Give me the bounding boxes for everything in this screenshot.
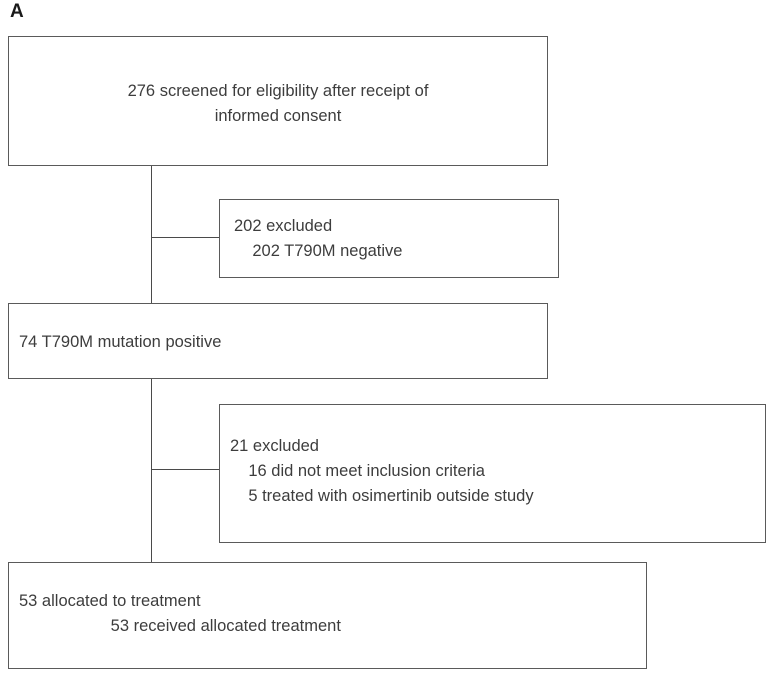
panel-label-a: A — [10, 1, 24, 22]
connector-branch-to-excluded-allocation — [151, 469, 219, 470]
excluded-screening-line-2: 202 T790M negative — [234, 242, 403, 260]
mutation-positive-box: 74 T790M mutation positive — [8, 303, 548, 379]
allocated-line-1: 53 allocated to treatment — [19, 592, 201, 610]
connector-branch-to-excluded-screening — [151, 237, 219, 238]
mutation-positive-box-text: 74 T790M mutation positive — [9, 330, 547, 355]
excluded-allocation-line-3: 5 treated with osimertinib outside study — [230, 487, 534, 505]
allocated-line-2: 53 received allocated treatment — [19, 617, 341, 635]
screened-box-line-2: informed consent — [214, 107, 342, 125]
screened-box-text: 276 screened for eligibility after recei… — [9, 79, 547, 129]
allocated-box: 53 allocated to treatment 53 received al… — [8, 562, 647, 669]
excluded-screening-line-1: 202 excluded — [234, 217, 333, 235]
allocated-box-text: 53 allocated to treatment 53 received al… — [9, 589, 646, 639]
excluded-allocation-line-1: 21 excluded — [230, 437, 319, 455]
excluded-screening-box-text: 202 excluded 202 T790M negative — [220, 214, 558, 264]
mutation-positive-line-1: 74 T790M mutation positive — [19, 333, 222, 351]
excluded-screening-box: 202 excluded 202 T790M negative — [219, 199, 559, 278]
excluded-allocation-box: 21 excluded 16 did not meet inclusion cr… — [219, 404, 766, 543]
screened-box-line-1: 276 screened for eligibility after recei… — [127, 82, 429, 100]
screened-box: 276 screened for eligibility after recei… — [8, 36, 548, 166]
excluded-allocation-line-2: 16 did not meet inclusion criteria — [230, 462, 485, 480]
connector-mutation-positive-to-allocated — [151, 379, 152, 562]
connector-screened-to-mutation-positive — [151, 166, 152, 303]
excluded-allocation-box-text: 21 excluded 16 did not meet inclusion cr… — [220, 434, 765, 509]
